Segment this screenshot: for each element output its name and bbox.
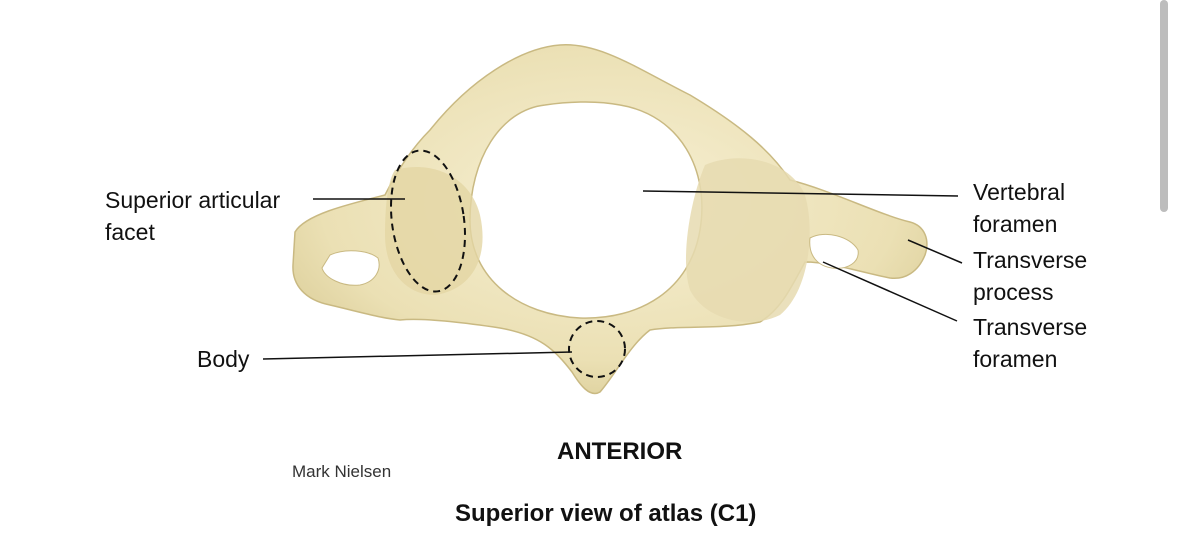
label-line: facet <box>105 219 155 245</box>
figure-caption: Superior view of atlas (C1) <box>455 500 757 527</box>
body-outline <box>568 320 626 378</box>
right-transverse-foramen-hole <box>809 234 859 269</box>
label-transverse-process: Transverse process <box>973 244 1087 308</box>
orientation-label: ANTERIOR <box>557 438 683 465</box>
vertical-scrollbar[interactable] <box>1160 0 1168 212</box>
label-line: Superior articular <box>105 187 281 213</box>
credit-text: Mark Nielsen <box>292 462 392 481</box>
label-superior-articular-facet: Superior articular facet <box>105 184 280 248</box>
right-lateral-mass <box>685 158 810 322</box>
label-line: Transverse <box>973 247 1088 273</box>
label-line: foramen <box>973 211 1058 237</box>
label-transverse-foramen: Transverse foramen <box>973 311 1087 375</box>
label-line: foramen <box>973 346 1058 372</box>
leader-transverse-process <box>907 239 963 264</box>
left-transverse-foramen-hole <box>321 250 380 286</box>
superior-articular-facet-outline <box>390 149 466 293</box>
label-body: Body <box>197 346 250 372</box>
label-line: Vertebral <box>973 179 1066 205</box>
label-line: Transverse <box>973 314 1088 340</box>
label-line: process <box>973 279 1054 305</box>
left-lateral-mass <box>385 167 483 295</box>
leader-body <box>262 351 573 360</box>
label-vertebral-foramen: Vertebral foramen <box>973 176 1065 240</box>
leader-transverse-foramen <box>822 261 958 322</box>
leader-vertebral-foramen <box>642 190 959 197</box>
